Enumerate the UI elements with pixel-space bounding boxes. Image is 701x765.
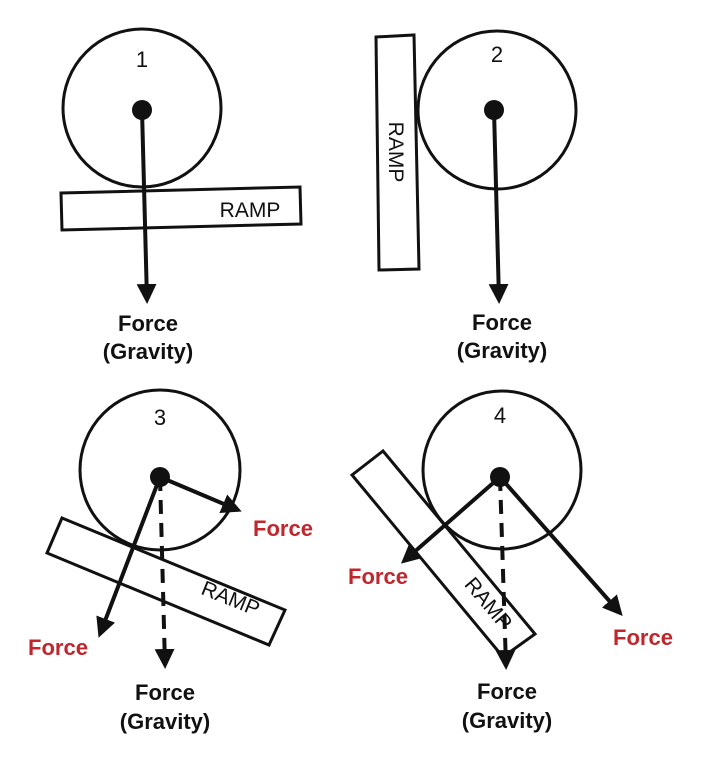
ramp: [59, 185, 303, 232]
force-arrow-down-right: [498, 475, 623, 616]
panel-3: 3 RAMP Force Force Force (Gravity): [28, 388, 313, 734]
force-label-left: Force: [28, 635, 88, 660]
panel-number: 2: [491, 42, 503, 67]
panel-1: 1 RAMP Force (Gravity): [59, 27, 303, 364]
panel-number: 4: [494, 403, 506, 428]
ramp-label: RAMP: [220, 199, 281, 222]
ramp: [45, 516, 288, 647]
gravity-arrow-dashed: [495, 476, 516, 670]
force-arrow-right: [159, 475, 242, 513]
gravity-arrow: [136, 109, 157, 304]
gravity-label-line1: Force: [477, 679, 537, 704]
gravity-label-line1: Force: [118, 311, 178, 336]
gravity-arrow: [488, 109, 509, 304]
panel-4: 4 RAMP Force Force Force (Gravity): [348, 389, 673, 733]
ramp-label: RAMP: [384, 122, 407, 183]
gravity-label-line1: Force: [135, 680, 195, 705]
gravity-label-line1: Force: [472, 310, 532, 335]
gravity-label-line2: (Gravity): [457, 338, 547, 363]
gravity-label-line2: (Gravity): [462, 708, 552, 733]
gravity-label-line2: (Gravity): [103, 339, 193, 364]
force-label-right: Force: [613, 625, 673, 650]
panel-number: 3: [154, 405, 166, 430]
panel-number: 1: [136, 47, 148, 72]
gravity-arrow-dashed: [154, 476, 175, 669]
ramp: [374, 33, 421, 272]
force-arrow-down-left: [96, 476, 162, 638]
force-label-left: Force: [348, 564, 408, 589]
panel-2: 2 RAMP Force (Gravity): [374, 29, 578, 363]
gravity-label-line2: (Gravity): [120, 709, 210, 734]
ramp: [349, 448, 538, 660]
force-label-right: Force: [253, 516, 313, 541]
ball: [61, 27, 223, 189]
force-arrow-down-left: [400, 475, 502, 564]
